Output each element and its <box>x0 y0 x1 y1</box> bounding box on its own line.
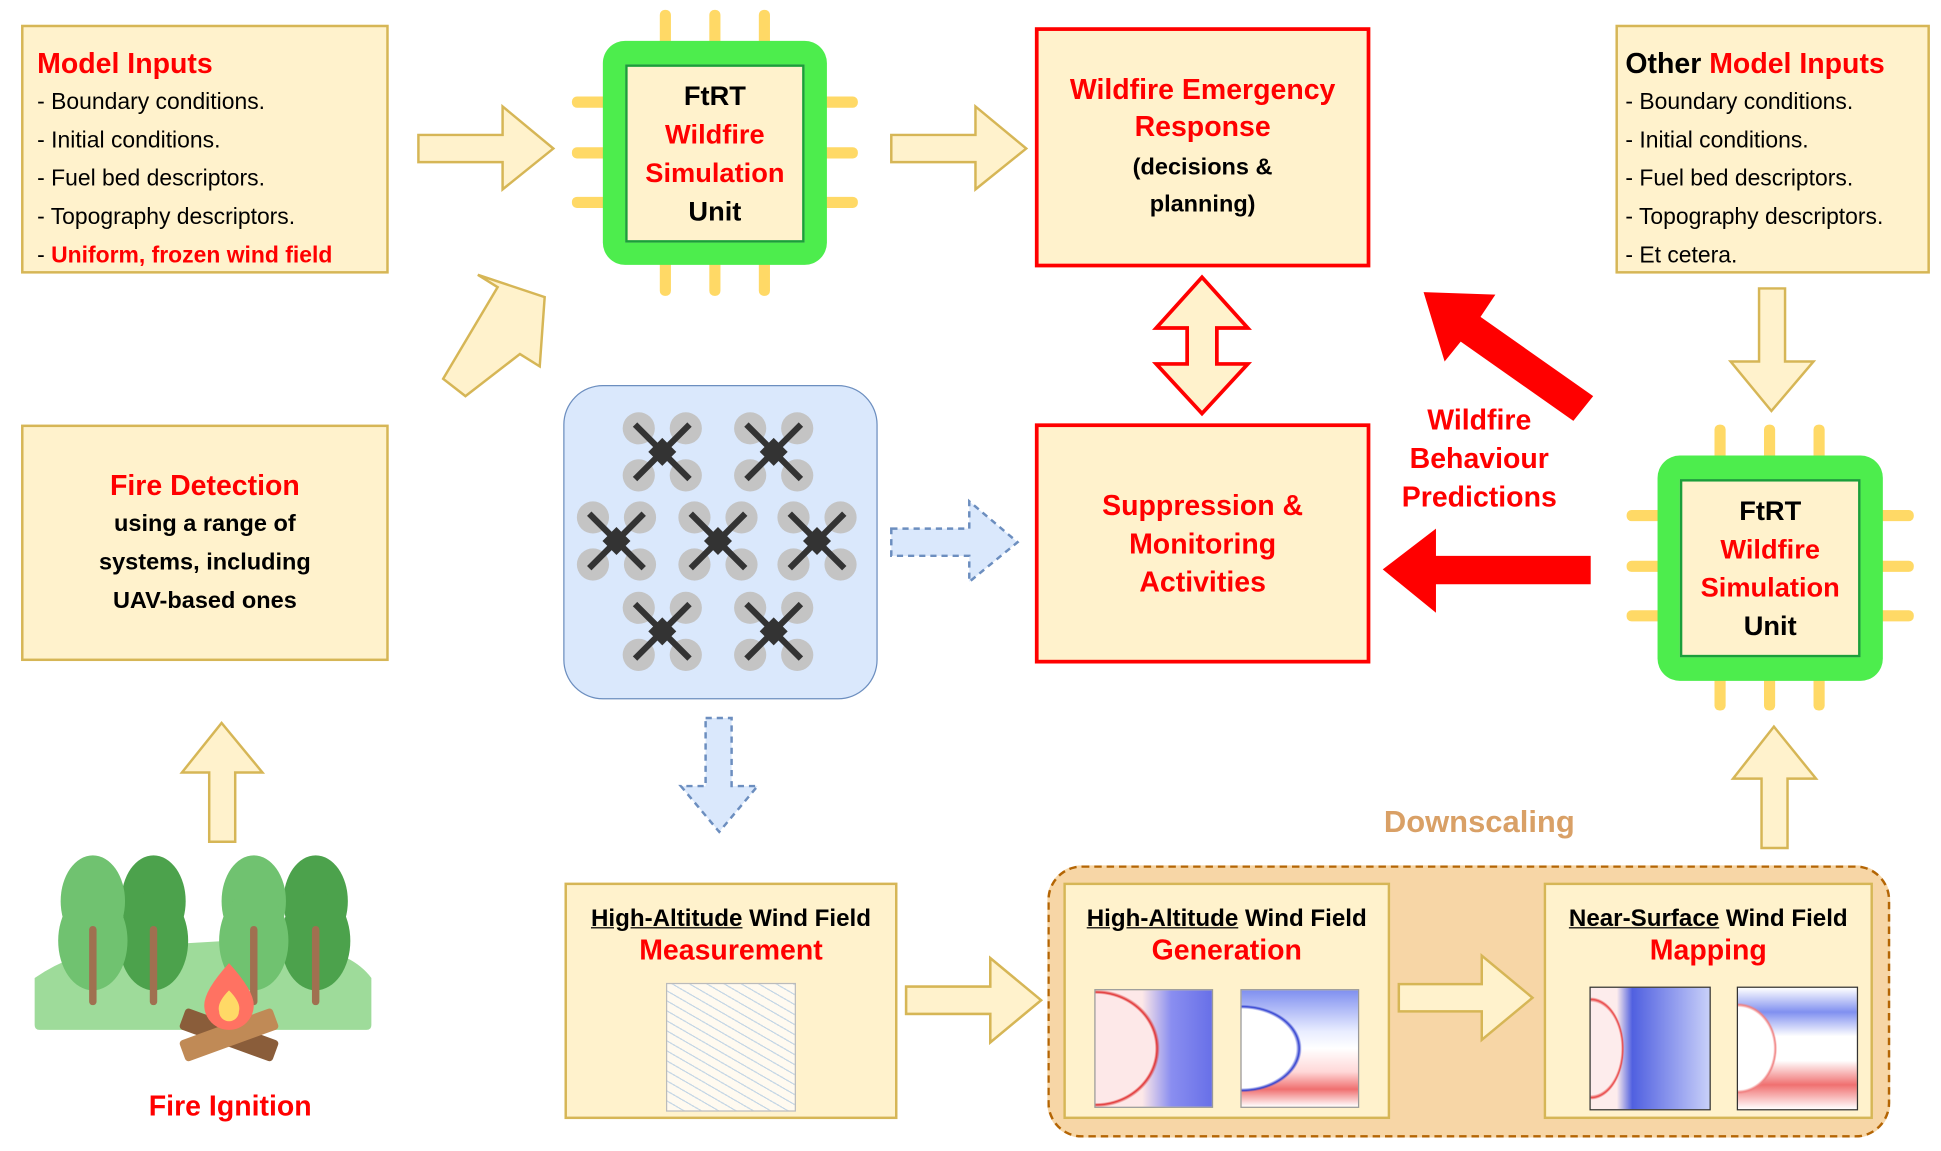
wind-field-heatmap <box>1240 989 1360 1108</box>
fire-detection-title: Fire Detection <box>109 469 300 502</box>
arrow-chip2-up <box>1730 724 1819 850</box>
chip-line-unit: Unit <box>688 195 742 227</box>
predictions-line-2: Behaviour <box>1409 441 1549 475</box>
wind-field-heatmap <box>1094 989 1214 1108</box>
other-inputs-title-prefix: Other <box>1625 47 1710 80</box>
predictions-line-1: Wildfire <box>1427 403 1532 436</box>
dashed-arrow-uav-to-measurement <box>678 716 761 834</box>
wind-field-heatmap <box>1736 986 1859 1111</box>
arrow-generation-to-mapping <box>1397 953 1535 1043</box>
suppression-line-2: Monitoring <box>1129 526 1277 559</box>
arrow-inputs-to-chip <box>417 103 556 192</box>
wind-mapping-box: Near-Surface Wind Field Mapping <box>1543 882 1873 1120</box>
model-inputs-item: - Boundary conditions. <box>37 87 266 114</box>
model-inputs-highlight: Uniform, frozen wind field <box>51 241 333 268</box>
fire-detection-line-3: UAV-based ones <box>112 588 297 614</box>
model-inputs-box: Model Inputs - Boundary conditions. - In… <box>21 24 389 274</box>
mapping-title-underlined: Near-Surface <box>1568 904 1720 933</box>
wind-field-heatmap <box>1589 986 1711 1111</box>
wind-measurement-box: High-Altitude Wind Field Measurement <box>564 882 898 1120</box>
other-inputs-title: Model Inputs <box>1709 47 1885 80</box>
wind-generation-box: High-Altitude Wind Field Generation <box>1063 882 1391 1120</box>
emergency-sub-2: planning) <box>1149 191 1256 218</box>
tree-icon <box>219 855 289 1006</box>
predictions-line-3: Predictions <box>1401 480 1557 513</box>
mapping-subtitle: Mapping <box>1649 933 1767 966</box>
suppression-monitoring-box: Suppression & Monitoring Activities <box>1034 423 1371 664</box>
suppression-line-1: Suppression & <box>1102 488 1304 521</box>
mapping-title-rest: Wind Field <box>1719 904 1848 933</box>
chip-line-simulation: Simulation <box>645 157 785 189</box>
emergency-sub-1: (decisions & <box>1132 154 1273 181</box>
fire-detection-box: Fire Detection using a range of systems,… <box>21 424 389 662</box>
other-inputs-item: - Initial conditions. <box>1625 126 1809 153</box>
chip-line-ftrt: FtRT <box>1739 495 1802 527</box>
measurement-subtitle: Measurement <box>639 933 823 966</box>
chip-line-wildfire: Wildfire <box>1720 533 1821 565</box>
predictions-label: Wildfire Behaviour Predictions <box>1374 401 1584 516</box>
campfire-icon <box>179 963 279 1062</box>
fire-detection-line-2: systems, including <box>98 549 311 576</box>
other-inputs-item: - Fuel bed descriptors. <box>1625 164 1854 191</box>
model-inputs-item: - Fuel bed descriptors. <box>37 164 265 191</box>
arrow-chip-to-emergency <box>890 103 1029 192</box>
generation-title-rest: Wind Field <box>1238 904 1367 933</box>
tree-icon <box>281 855 351 1006</box>
dashed-arrow-uav-to-suppression <box>890 498 1020 585</box>
measurement-title-underlined: High-Altitude <box>590 904 743 933</box>
double-arrow-emergency-suppression <box>1151 274 1253 417</box>
suppression-line-3: Activities <box>1139 565 1266 598</box>
emergency-title-1: Wildfire Emergency <box>1069 73 1336 106</box>
arrow-detection-to-chip <box>441 273 546 398</box>
tree-icon <box>118 855 189 1006</box>
generation-subtitle: Generation <box>1151 933 1302 966</box>
chip-line-wildfire: Wildfire <box>665 118 765 150</box>
wind-vector-plot <box>665 982 796 1112</box>
tree-icon <box>58 855 128 1006</box>
chip-line-unit: Unit <box>1743 610 1797 642</box>
red-arrow-predictions-to-emergency <box>1423 292 1594 421</box>
model-inputs-dash: - <box>37 241 52 268</box>
other-inputs-item: - Et cetera. <box>1625 241 1738 268</box>
generation-title-underlined: High-Altitude <box>1086 904 1239 933</box>
emergency-response-box: Wildfire Emergency Response (decisions &… <box>1034 27 1371 268</box>
model-inputs-item: - Initial conditions. <box>37 126 221 153</box>
fire-detection-line-1: using a range of <box>114 511 296 538</box>
chip-line-simulation: Simulation <box>1700 571 1840 603</box>
emergency-title-2: Response <box>1134 110 1271 143</box>
other-inputs-item: - Boundary conditions. <box>1625 87 1854 114</box>
red-arrow-predictions-to-suppression <box>1382 528 1591 613</box>
other-inputs-box: Other Model Inputs - Boundary conditions… <box>1615 24 1930 274</box>
fire-ignition-label: Fire Ignition <box>148 1089 312 1122</box>
other-inputs-item: - Topography descriptors. <box>1625 203 1884 230</box>
arrow-other-inputs-down <box>1727 287 1817 413</box>
arrow-ignition-up <box>179 720 266 844</box>
measurement-title-rest: Wind Field <box>742 904 871 933</box>
chip-line-ftrt: FtRT <box>683 80 746 112</box>
model-inputs-title: Model Inputs <box>37 47 213 80</box>
arrow-measurement-to-generation <box>904 955 1044 1045</box>
downscaling-label: Downscaling <box>1383 804 1575 840</box>
model-inputs-item: - Topography descriptors. <box>37 203 296 230</box>
